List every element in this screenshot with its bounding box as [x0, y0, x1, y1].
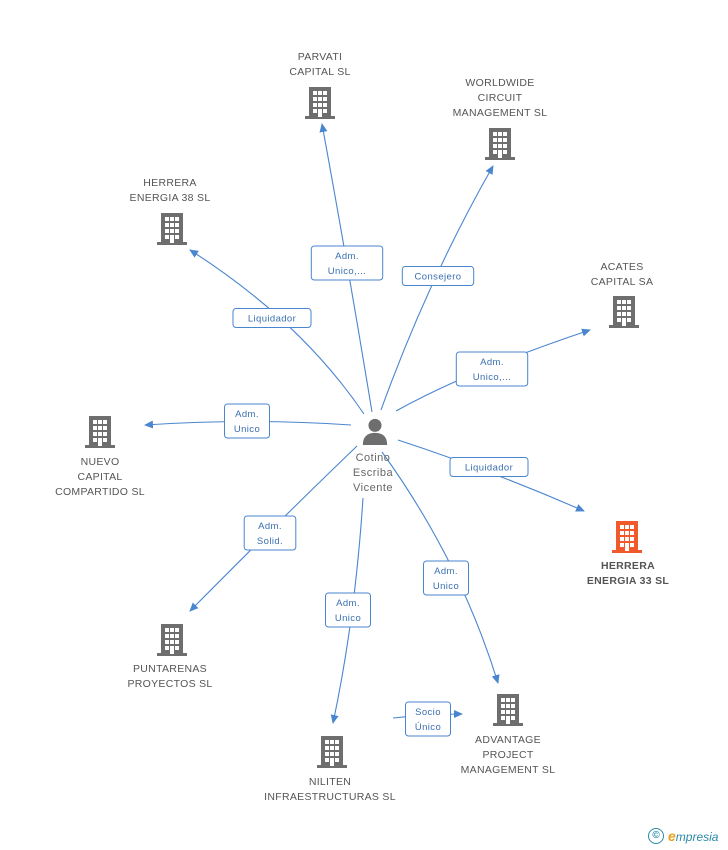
copyright-icon: ©	[648, 828, 664, 844]
building-icon	[317, 736, 347, 768]
company-node-niliten[interactable]: NILITEN INFRAESTRUCTURAS SL	[264, 736, 396, 803]
company-node-puntarenas[interactable]: PUNTARENAS PROYECTOS SL	[127, 624, 212, 690]
footer-brand: © empresia	[648, 828, 728, 846]
company-name: ACATES	[600, 261, 643, 273]
relation-label-text: Adm.	[336, 598, 360, 609]
person-icon	[362, 418, 388, 445]
company-name: HERRERA	[601, 560, 655, 572]
relation-label-herrera38[interactable]: Liquidador	[232, 308, 312, 328]
relation-label-worldwide[interactable]: Consejero	[401, 266, 475, 286]
building-icon	[612, 521, 642, 553]
relation-label-text: Unico	[335, 613, 361, 624]
company-name: CAPITAL SL	[289, 66, 350, 78]
relation-label-text: Unico,...	[328, 266, 366, 277]
company-node-parvati[interactable]: PARVATI CAPITAL SL	[289, 51, 350, 119]
company-name: MANAGEMENT SL	[453, 107, 548, 119]
company-name: NUEVO	[81, 456, 120, 468]
company-name: NILITEN	[309, 776, 351, 788]
company-name: CIRCUIT	[478, 92, 523, 104]
relation-label-text: Adm.	[434, 566, 458, 577]
company-node-worldwide[interactable]: WORLDWIDE CIRCUIT MANAGEMENT SL	[453, 77, 548, 160]
relation-label-herrera33[interactable]: Liquidador	[449, 457, 529, 477]
relation-label-text: Adm.	[235, 409, 259, 420]
company-name: CAPITAL SA	[591, 276, 654, 288]
relation-label-niliten[interactable]: Adm. Unico	[325, 592, 371, 628]
building-icon	[493, 694, 523, 726]
building-icon	[85, 416, 115, 448]
relation-label-puntarenas[interactable]: Adm. Solid.	[243, 515, 297, 551]
company-name: PROJECT	[482, 749, 533, 761]
company-name: ADVANTAGE	[475, 734, 541, 746]
relation-label-text: Liquidador	[248, 314, 296, 325]
company-name: PARVATI	[298, 51, 343, 63]
relation-label-text: Solid.	[257, 536, 283, 547]
relation-label-text: Unico	[234, 424, 260, 435]
person-name: Escriba	[353, 467, 394, 479]
relation-label-text: Único	[415, 722, 441, 733]
building-icon	[157, 213, 187, 245]
company-node-herrera38[interactable]: HERRERA ENERGIA 38 SL	[130, 177, 211, 245]
relation-label-advantage[interactable]: Adm. Unico	[423, 560, 469, 596]
relation-label-text: Unico	[433, 581, 459, 592]
relation-label-text: Adm.	[258, 521, 282, 532]
company-name: COMPARTIDO SL	[55, 486, 145, 498]
relation-label-acates[interactable]: Adm. Unico,...	[455, 351, 529, 387]
building-icon	[485, 128, 515, 160]
company-name: CAPITAL	[77, 471, 122, 483]
relation-label-text: Liquidador	[465, 463, 513, 474]
company-node-nuevo[interactable]: NUEVO CAPITAL COMPARTIDO SL	[55, 416, 145, 498]
building-icon	[305, 87, 335, 119]
company-name: PROYECTOS SL	[127, 678, 212, 690]
building-icon	[609, 296, 639, 328]
relation-label-text: Adm.	[480, 357, 504, 368]
building-icon	[157, 624, 187, 656]
company-node-acates[interactable]: ACATES CAPITAL SA	[591, 261, 654, 328]
relation-label-text: Adm.	[335, 251, 359, 262]
company-name: PUNTARENAS	[133, 663, 207, 675]
company-name: HERRERA	[143, 177, 196, 189]
relation-label-text: Consejero	[415, 272, 462, 283]
company-name: MANAGEMENT SL	[461, 764, 556, 776]
relation-label-text: Unico,...	[473, 372, 511, 383]
relation-label-parvati[interactable]: Adm. Unico,...	[310, 245, 384, 281]
company-name: WORLDWIDE	[465, 77, 534, 89]
company-node-advantage[interactable]: ADVANTAGE PROJECT MANAGEMENT SL	[461, 694, 556, 776]
company-name: INFRAESTRUCTURAS SL	[264, 791, 396, 803]
relation-label-text: Socio	[415, 707, 441, 718]
relation-label-nuevo[interactable]: Adm. Unico	[224, 403, 270, 439]
brand-logo: empresia	[668, 828, 719, 844]
company-name: ENERGIA 38 SL	[130, 192, 211, 204]
company-name: ENERGIA 33 SL	[587, 575, 670, 587]
person-name: Vicente	[353, 482, 393, 494]
company-node-herrera33[interactable]: HERRERA ENERGIA 33 SL	[587, 521, 670, 587]
person-name: Cotino	[356, 452, 391, 464]
